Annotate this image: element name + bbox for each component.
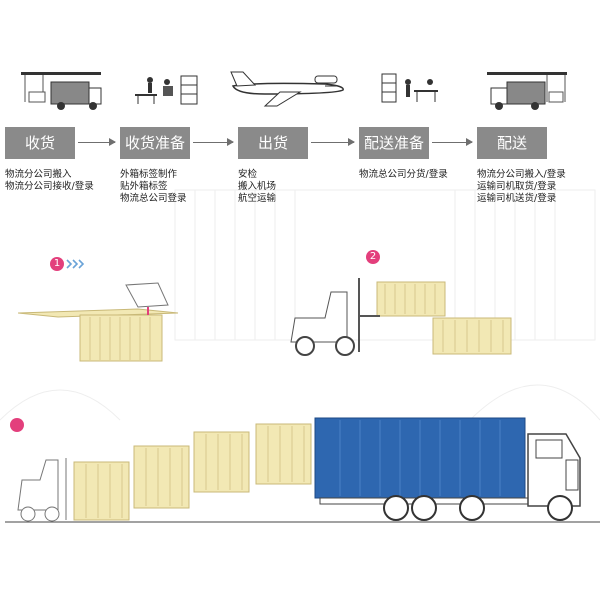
step-receive-desc: 物流分公司搬入 物流分公司接收/登录 bbox=[5, 169, 94, 193]
step-receive-prep-desc: 外箱标签制作 贴外箱标签 物流总公司登录 bbox=[120, 169, 187, 205]
desc-line: 物流总公司分货/登录 bbox=[359, 169, 448, 180]
badge-step-2: 2 bbox=[366, 250, 380, 264]
step-receive: 收货 bbox=[5, 127, 75, 159]
desc-line: 安检 bbox=[238, 169, 258, 180]
desc-line: 物流分公司接收/登录 bbox=[5, 181, 94, 192]
delivery-truck-icon bbox=[21, 72, 102, 110]
step-ship: 出货 bbox=[238, 127, 308, 159]
warehouse-workers-icon bbox=[135, 75, 198, 105]
container-loading-scene bbox=[5, 417, 600, 523]
step-delivery-prep: 配送准备 bbox=[359, 127, 429, 159]
step-receive-prep: 收货准备 bbox=[120, 127, 190, 159]
desc-line: 外箱标签制作 bbox=[120, 169, 178, 180]
badge-step-3 bbox=[10, 418, 24, 432]
desc-line: 搬入机场 bbox=[238, 181, 277, 192]
flow-arrow bbox=[193, 138, 234, 146]
chevrons-right-icon bbox=[66, 259, 85, 269]
desc-line: 运输司机送货/登录 bbox=[477, 193, 557, 204]
small-forklift bbox=[17, 458, 67, 522]
forklift-crates-scene bbox=[290, 278, 512, 356]
packing-table-scene bbox=[18, 282, 179, 362]
airplane-icon bbox=[230, 71, 344, 107]
step-delivery: 配送 bbox=[477, 127, 547, 159]
step-ship-desc: 安检 搬入机场 航空运输 bbox=[238, 169, 276, 205]
sorting-workers-icon bbox=[381, 73, 438, 103]
flow-arrow bbox=[432, 138, 473, 146]
step-delivery-prep-desc: 物流总公司分货/登录 bbox=[359, 169, 448, 181]
flow-arrow bbox=[311, 138, 355, 146]
step-delivery-desc: 物流分公司搬入/登录 运输司机取货/登录 运输司机送货/登录 bbox=[477, 169, 566, 205]
desc-line: 贴外箱标签 bbox=[120, 181, 168, 192]
flow-arrow bbox=[78, 138, 116, 146]
desc-line: 物流分公司搬入/登录 bbox=[477, 169, 566, 180]
desc-line: 运输司机取货/登录 bbox=[477, 181, 557, 192]
desc-line: 物流分公司搬入 bbox=[5, 169, 72, 180]
badge-step-1: 1 bbox=[50, 257, 64, 271]
desc-line: 物流总公司登录 bbox=[120, 193, 187, 204]
delivery-truck-icon bbox=[487, 72, 567, 110]
desc-line: 航空运输 bbox=[238, 193, 277, 204]
